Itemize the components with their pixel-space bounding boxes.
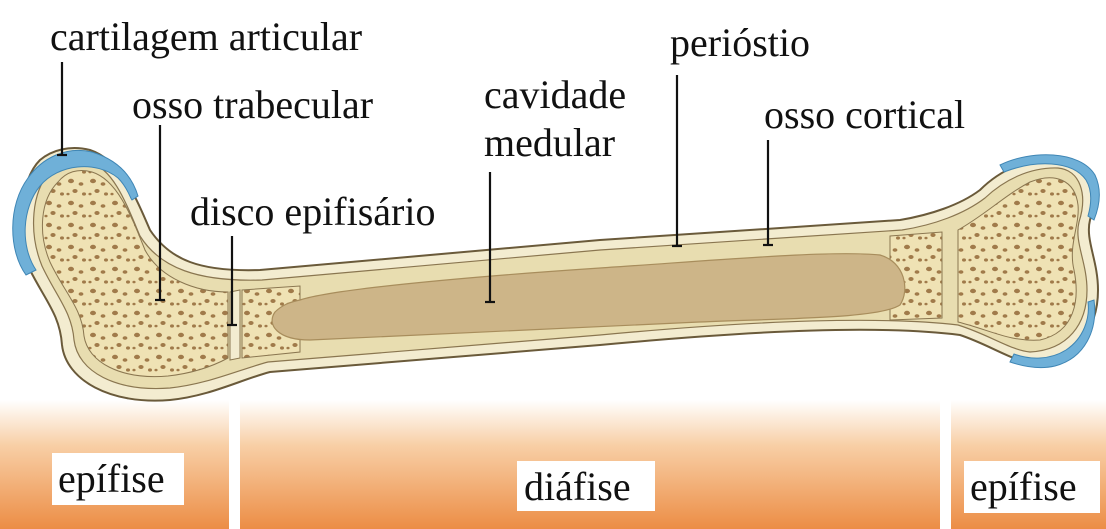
region-middle-label: diáfise [524, 464, 631, 509]
label-cartilagem-articular: cartilagem articular [50, 14, 362, 59]
label-osso-cortical: osso cortical [764, 92, 965, 137]
bone-illustration [13, 148, 1100, 401]
region-right-label: epífise [970, 464, 1077, 509]
label-osso-trabecular: osso trabecular [132, 82, 373, 127]
region-left-label: epífise [58, 456, 165, 501]
label-disco-epifisario: disco epifisário [190, 189, 436, 234]
label-medular: medular [484, 120, 615, 165]
label-cavidade: cavidade [484, 72, 626, 117]
label-periostio: perióstio [670, 20, 810, 65]
